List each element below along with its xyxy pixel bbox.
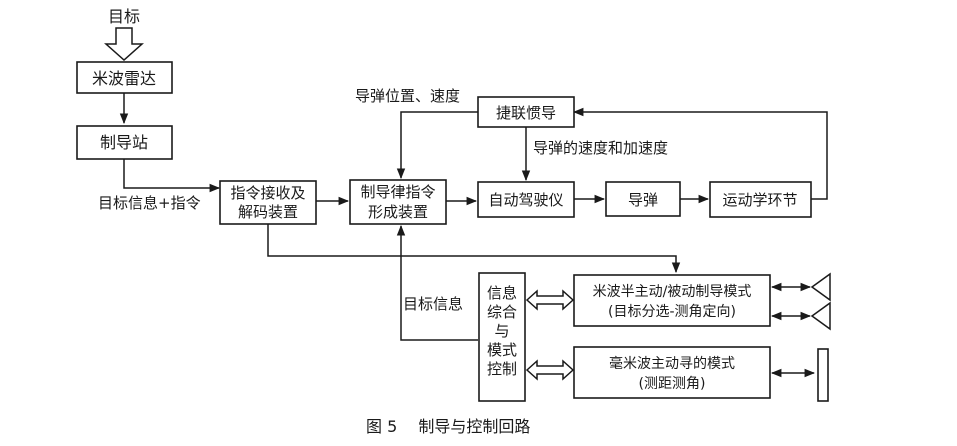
- fusion-line4: 模式: [487, 341, 517, 359]
- mmwave-antenna-icon: [817, 348, 829, 402]
- ins-to-law-arrow: [396, 111, 478, 180]
- kinematics-label: 运动学环节: [722, 191, 797, 209]
- mmwave-mode-box: [573, 346, 771, 399]
- law-generator-line1: 制导律指令: [360, 183, 435, 201]
- mmwave-mode-line2: (测距测角): [639, 376, 706, 392]
- autopilot-box: [477, 181, 575, 218]
- command-receiver-line1: 指令接收及: [230, 184, 305, 202]
- meterwave-mode-line1: 米波半主动/被动制导模式: [593, 284, 752, 300]
- fusion-mmwave-double-arrow: [525, 359, 575, 381]
- fusion-line2: 综合: [487, 303, 517, 321]
- missile-pos-vel-label: 导弹位置、速度: [355, 87, 460, 105]
- meterwave-mode-box: [573, 274, 771, 327]
- strapdown-ins-box: [477, 96, 575, 128]
- receiver-to-meterwave-arrow: [267, 224, 681, 274]
- radar-box: [76, 61, 173, 94]
- radar-label: 米波雷达: [92, 69, 156, 88]
- autopilot-label: 自动驾驶仪: [488, 191, 563, 209]
- antenna1-icon: [810, 272, 831, 302]
- strapdown-ins-label: 捷联惯导: [496, 104, 556, 122]
- station-to-receiver-arrow: [123, 159, 221, 193]
- meterwave-mode-line2: (目标分选-测角定向): [608, 304, 736, 320]
- guidance-station-label: 制导站: [100, 133, 148, 152]
- fusion-to-law-arrow: [396, 224, 478, 341]
- fusion-line1: 信息: [487, 284, 517, 302]
- kinematics-feedback-arrow: [572, 107, 828, 200]
- fusion-control-box: [478, 272, 526, 402]
- law-generator-box: [349, 179, 447, 225]
- guidance-station-box: [76, 125, 173, 160]
- command-receiver-line2: 解码装置: [238, 203, 298, 221]
- target-info-cmd-label: 目标信息+指令: [98, 194, 201, 212]
- law-generator-line2: 形成装置: [368, 203, 428, 221]
- fusion-meterwave-double-arrow: [525, 289, 575, 311]
- fusion-line3: 与: [494, 322, 509, 340]
- fusion-line5: 控制: [487, 360, 517, 378]
- target-label: 目标: [108, 7, 140, 26]
- figure-caption: 图 5 制导与控制回路: [366, 417, 530, 436]
- missile-box: [605, 181, 681, 217]
- missile-vel-acc-label: 导弹的速度和加速度: [533, 139, 668, 157]
- antenna2-icon: [810, 301, 831, 331]
- missile-label: 导弹: [628, 191, 658, 209]
- mmwave-mode-line1: 毫米波主动寻的模式: [609, 355, 735, 372]
- kinematics-box: [709, 181, 812, 218]
- target-input-arrow: [104, 27, 144, 62]
- target-info-label: 目标信息: [403, 295, 463, 313]
